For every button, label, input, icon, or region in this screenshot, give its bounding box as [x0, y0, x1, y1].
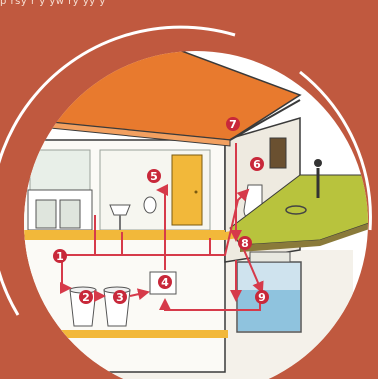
bathroom-sink — [110, 205, 130, 215]
kitchen-cabinet — [36, 200, 56, 228]
window-right — [270, 138, 286, 168]
marker-4-label: 4 — [161, 276, 169, 289]
marker-7: 7 — [226, 117, 240, 131]
marker-6-label: 6 — [253, 158, 261, 171]
figure-head — [314, 159, 322, 167]
marker-9: 9 — [255, 290, 269, 304]
marker-8: 8 — [238, 236, 252, 250]
marker-2: 2 — [79, 290, 93, 304]
kitchen-cabinet-2 — [60, 200, 80, 228]
marker-8-label: 8 — [241, 237, 249, 250]
marker-6: 6 — [250, 157, 264, 171]
marker-1: 1 — [53, 249, 67, 263]
bathroom-door — [172, 155, 202, 225]
marker-9-label: 9 — [258, 291, 266, 304]
marker-2-label: 2 — [82, 291, 90, 304]
lower-floor-slab — [18, 330, 228, 338]
cistern-lid — [250, 252, 290, 262]
marker-1-label: 1 — [56, 250, 64, 263]
marker-7-label: 7 — [229, 118, 237, 131]
marker-4: 4 — [158, 275, 172, 289]
marker-3: 3 — [113, 290, 127, 304]
marker-5: 5 — [147, 169, 161, 183]
urinal — [144, 197, 156, 213]
marker-5-label: 5 — [150, 170, 158, 183]
door-knob — [195, 191, 198, 194]
marker-3-label: 3 — [116, 291, 124, 304]
